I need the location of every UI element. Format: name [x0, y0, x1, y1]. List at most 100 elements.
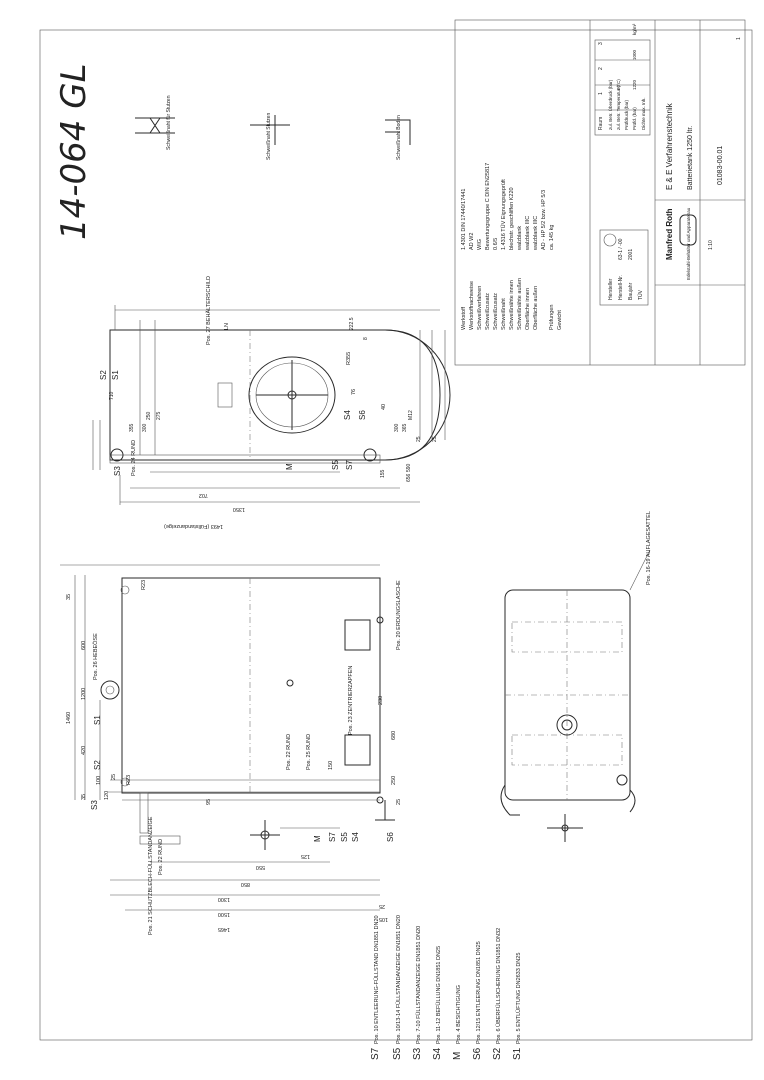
svg-text:Pos. 7-10 FÜLLSTANDANZEIGE DN1: Pos. 7-10 FÜLLSTANDANZEIGE DN1851 DN20 [415, 926, 422, 1044]
svg-text:zul. Betr. Überdruck (bar): zul. Betr. Überdruck (bar) [607, 79, 613, 130]
sv-dim-125: 125 [301, 853, 310, 859]
sv-dim-35a: 35 [66, 594, 72, 600]
svg-text:Prüfd. (bar): Prüfd. (bar) [632, 107, 637, 130]
sv-label-r23a: R23 [141, 580, 147, 590]
connection-legend: S7 Pos. 10 ENTLEERUNG-FÜLLSTAND DN1851 DN… [370, 915, 523, 1060]
sv-dim-25: 25 [379, 903, 385, 909]
svg-text:AD - HP 5/2 bzw. HP 5/3: AD - HP 5/2 bzw. HP 5/3 [541, 190, 547, 250]
fv-dim-2225: 222.5 [349, 317, 355, 330]
svg-text:walzblank: walzblank [517, 226, 523, 251]
fv-label-pos27: Pos. 27 BEHÄLTERSCHILD [205, 276, 212, 345]
fv-label-40: 40 [381, 404, 387, 410]
svg-text:Pos. 4 BESICHTIGUNG: Pos. 4 BESICHTIGUNG [456, 985, 462, 1044]
fv-dim-710: 710 [109, 391, 115, 400]
svg-text:zul. Betr. Temperatur (°C): zul. Betr. Temperatur (°C) [616, 79, 621, 130]
weld-note-1: Schweißnaht für Stutzen [166, 95, 172, 150]
svg-text:Werkstoffnachweise: Werkstoffnachweise [469, 281, 475, 330]
company-name-2: E & E Verfahrenstechnik [665, 102, 674, 190]
svg-text:blechstr. geschliffen K220: blechstr. geschliffen K220 [509, 187, 515, 250]
svg-text:2001: 2001 [628, 249, 634, 260]
drawing-title: Batterietank 1250 ltr. [687, 126, 694, 190]
svg-text:S4: S4 [432, 1047, 443, 1060]
sv-label-25: 25 [396, 799, 402, 805]
svg-text:3: 3 [598, 42, 604, 45]
sv-label-s5: S5 [340, 832, 349, 842]
svg-text:Prüfungen: Prüfungen [549, 305, 555, 330]
svg-text:0.6/5: 0.6/5 [493, 238, 499, 250]
svg-text:WIG: WIG [477, 239, 483, 250]
svg-text:S7: S7 [370, 1047, 381, 1060]
svg-text:60: 60 [616, 84, 621, 90]
sv-dim-105: 105 [379, 916, 388, 922]
sv-dim-35b: 35 [81, 794, 87, 800]
fv-dim-1350: 1350 [233, 506, 245, 512]
weld-detail-2: Schweißnaht Stutzen [250, 113, 290, 160]
sv-dim-420: 420 [81, 746, 87, 755]
fv-dim-300: 300 [142, 423, 148, 432]
svg-text:1.4301 DIN 17440/17441: 1.4301 DIN 17440/17441 [461, 189, 467, 250]
svg-text:Oberfläche innen: Oberfläche innen [525, 288, 531, 330]
fv-label-76: 76 [351, 389, 357, 395]
svg-text:Hersteller: Hersteller [608, 278, 614, 300]
fv-dim-25a: 25 [416, 436, 422, 442]
svg-text:Schweißverfahren: Schweißverfahren [477, 286, 483, 330]
fv-dim-365: 365 [402, 423, 408, 432]
svg-text:Schweißnähte innen: Schweißnähte innen [509, 280, 515, 330]
svg-text:Raum: Raum [598, 117, 604, 130]
fv-dim-590: 590 [406, 463, 412, 472]
sv-dim-550: 550 [256, 864, 265, 870]
fv-dim-275: 275 [156, 411, 162, 420]
svg-text:Schweißnaht: Schweißnaht [501, 298, 507, 330]
fv-dim-m12: M12 [408, 410, 414, 420]
fv-dim-656: 656 [406, 473, 412, 482]
sv-bottom-pos22: Pos. 22 RUND [158, 839, 164, 875]
svg-text:Pos. 6 ÜBERFÜLLSICHERUNG DN185: Pos. 6 ÜBERFÜLLSICHERUNG DN1851 DN32 [495, 928, 502, 1044]
fv-label-ln: LN [224, 323, 230, 330]
weld-note-2: Schweißnaht Stutzen [266, 113, 272, 160]
svg-text:M: M [452, 1052, 463, 1060]
weld-detail-1: Schweißnaht für Stutzen [135, 95, 175, 150]
fv-label-r355: R355 [346, 352, 352, 365]
sv-dim-1300: 1300 [218, 896, 230, 902]
sv-label-s7: S7 [328, 832, 337, 842]
svg-text:2: 2 [598, 67, 604, 70]
sv-label-s6: S6 [386, 832, 395, 842]
sv-label-pos22: Pos. 22 RUND [286, 734, 292, 770]
svg-text:1220: 1220 [632, 79, 637, 90]
fv-label-s1: S1 [111, 370, 120, 380]
fv-label-s4: S4 [343, 410, 352, 420]
sv-dim-1460: 1460 [66, 712, 72, 724]
sv-dim-1465: 1465 [218, 926, 230, 932]
sv-dim-600: 600 [81, 641, 87, 650]
handwritten-id: 14-064 GL [54, 63, 94, 240]
svg-text:S2: S2 [492, 1047, 503, 1060]
drawing-scale: 1:10 [708, 240, 714, 250]
svg-text:Gewicht: Gewicht [557, 310, 563, 330]
sv-label-s1: S1 [93, 715, 102, 725]
fv-dim-702: 702 [199, 492, 208, 498]
sv-bottom-pos21: Pos. 21 SCHUTZBLECH-FÜLLSTANDANZEIGE [147, 816, 154, 935]
svg-text:Schweißzusatz: Schweißzusatz [493, 293, 499, 330]
fv-label-s2: S2 [99, 370, 108, 380]
svg-text:1: 1 [598, 92, 604, 95]
fv-dim-300b: 300 [394, 423, 400, 432]
drawing-number: 01083-00.01 [717, 146, 724, 185]
fv-dim-8: 8 [363, 337, 369, 340]
sheet-number: 1 [736, 37, 742, 40]
svg-text:Pos. 10 ENTLEERUNG-FÜLLSTAND D: Pos. 10 ENTLEERUNG-FÜLLSTAND DN1851 DN20 [373, 915, 380, 1044]
fv-dim-25b: 25 [432, 436, 438, 442]
sv-dim-1500: 1500 [218, 911, 230, 917]
fv-dim-155: 155 [380, 469, 386, 478]
sv-label-680: 680 [391, 731, 397, 740]
legend-item-s2: S2 Pos. 6 ÜBERFÜLLSICHERUNG DN1851 DN32 [492, 928, 503, 1060]
sv-label-pos20: Pos. 20 ERDUNGSLASCHE [396, 580, 402, 650]
fv-label-m: M [285, 463, 294, 470]
sv-dim-25a: 25 [111, 774, 117, 780]
fv-label-s3: S3 [113, 466, 122, 476]
company-logo-icon [679, 214, 697, 246]
tv-label-pos16: Pos. 16-19 AUFLAGESATTEL [646, 511, 652, 585]
